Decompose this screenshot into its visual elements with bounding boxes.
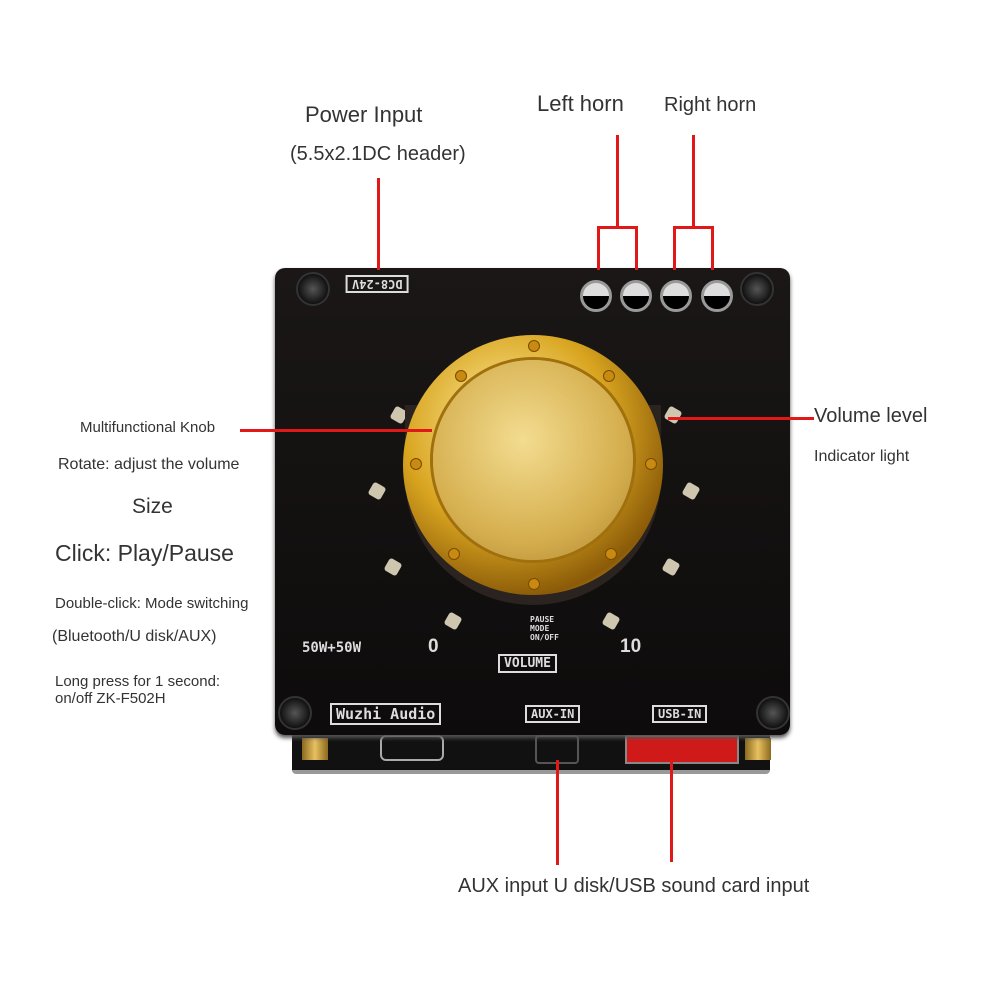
aux-callout-line [556,760,559,865]
right-horn-callout-line [711,226,714,270]
left-horn-callout-line [635,226,638,270]
standoff [745,738,771,760]
inputs-label: AUX input U disk/USB sound card input [458,875,810,897]
knob-bolt [603,370,615,382]
power-callout-line [377,178,380,270]
brand-label: Wuzhi Audio [330,703,442,725]
knob-callout-line [240,429,432,432]
standoff [302,738,328,760]
left-horn-label: Left horn [537,91,624,116]
button-legend: PAUSE MODE ON/OFF [530,615,559,642]
power-input-sub-label: (5.5x2.1DC header) [290,143,466,165]
long-press-label: Long press for 1 second: [55,673,221,690]
knob-bolt [645,458,657,470]
size-label: Size [132,495,173,518]
left-horn-callout-line [616,135,619,228]
speaker-terminal-right-minus [701,280,733,312]
volume-label: VOLUME [498,654,557,673]
speaker-terminal-left-minus [620,280,652,312]
power-rating: 50W+50W [302,640,362,656]
speaker-terminal-right-plus [660,280,692,312]
screw [740,272,774,306]
rotate-label: Rotate: adjust the volume [58,456,240,473]
long-press-label-2: on/off ZK-F502H [55,690,166,707]
voltage-label: DC8-24V [346,275,409,293]
right-horn-label: Right horn [664,94,757,116]
aux-in-label: AUX-IN [525,705,581,723]
legend-onoff: ON/OFF [530,633,559,642]
speaker-terminal-left-plus [580,280,612,312]
usb-c-port [380,735,444,761]
volume-level-callout-line [668,417,814,420]
usb-port [625,735,739,764]
left-horn-callout-line [597,226,638,229]
right-horn-callout-line [692,135,695,228]
knob-bolt [410,458,422,470]
screw [296,272,330,306]
volume-level-label: Volume level [814,405,928,427]
indicator-label: Indicator light [814,448,910,465]
volume-max: 10 [620,636,642,657]
right-horn-callout-line [673,226,676,270]
volume-min: 0 [428,636,439,657]
knob-bolt [448,548,460,560]
usb-in-label: USB-IN [652,705,708,723]
knob-cap[interactable] [433,360,633,560]
knob-label: Multifunctional Knob [80,419,216,436]
modes-label: (Bluetooth/U disk/AUX) [52,628,217,645]
knob-bolt [455,370,467,382]
right-horn-callout-line [673,226,714,229]
power-input-label: Power Input [305,102,423,127]
double-click-label: Double-click: Mode switching [55,595,249,612]
knob-bolt [528,578,540,590]
legend-pause: PAUSE [530,615,555,624]
left-horn-callout-line [597,226,600,270]
legend-mode: MODE [530,624,550,633]
knob-bolt [605,548,617,560]
screw [756,696,790,730]
click-label: Click: Play/Pause [55,540,234,566]
screw [278,696,312,730]
knob-bolt [528,340,540,352]
usb-callout-line [670,760,673,862]
